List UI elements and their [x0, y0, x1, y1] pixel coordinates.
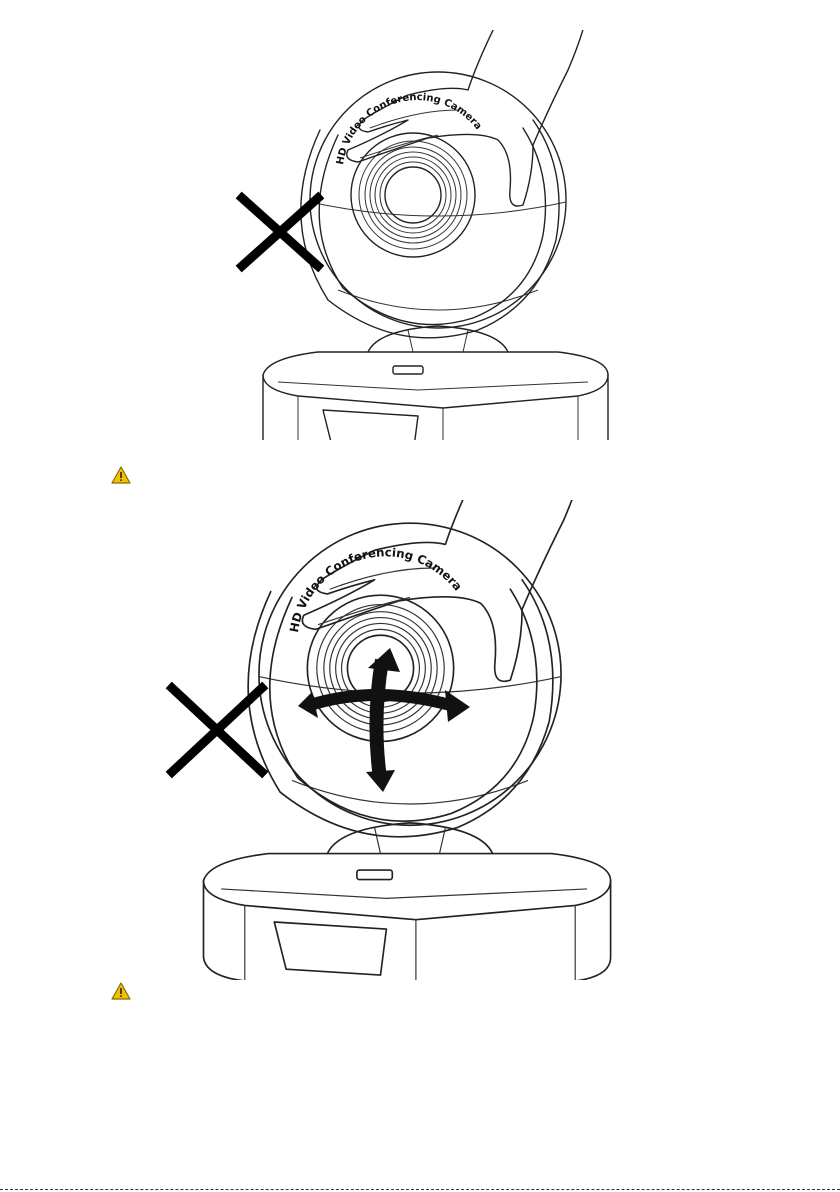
camera-illustration: HD Video Conferencing Camera [0, 500, 840, 980]
camera-brand-label: HD Video Conferencing Camera [335, 92, 484, 166]
tilt-arrow-icon [366, 648, 400, 792]
x-mark-icon [242, 198, 318, 266]
camera-illustration: HD Video Conferencing Camera [0, 30, 840, 440]
warning-triangle-icon [111, 466, 131, 484]
figure-camera-grab-prohibited: HD Video Conferencing Camera [0, 30, 840, 440]
page-bottom-rule [0, 1189, 840, 1190]
x-mark-icon [172, 688, 262, 772]
figure-camera-rotate-prohibited: HD Video Conferencing Camera [0, 500, 840, 980]
warning-triangle-icon [111, 982, 131, 1000]
